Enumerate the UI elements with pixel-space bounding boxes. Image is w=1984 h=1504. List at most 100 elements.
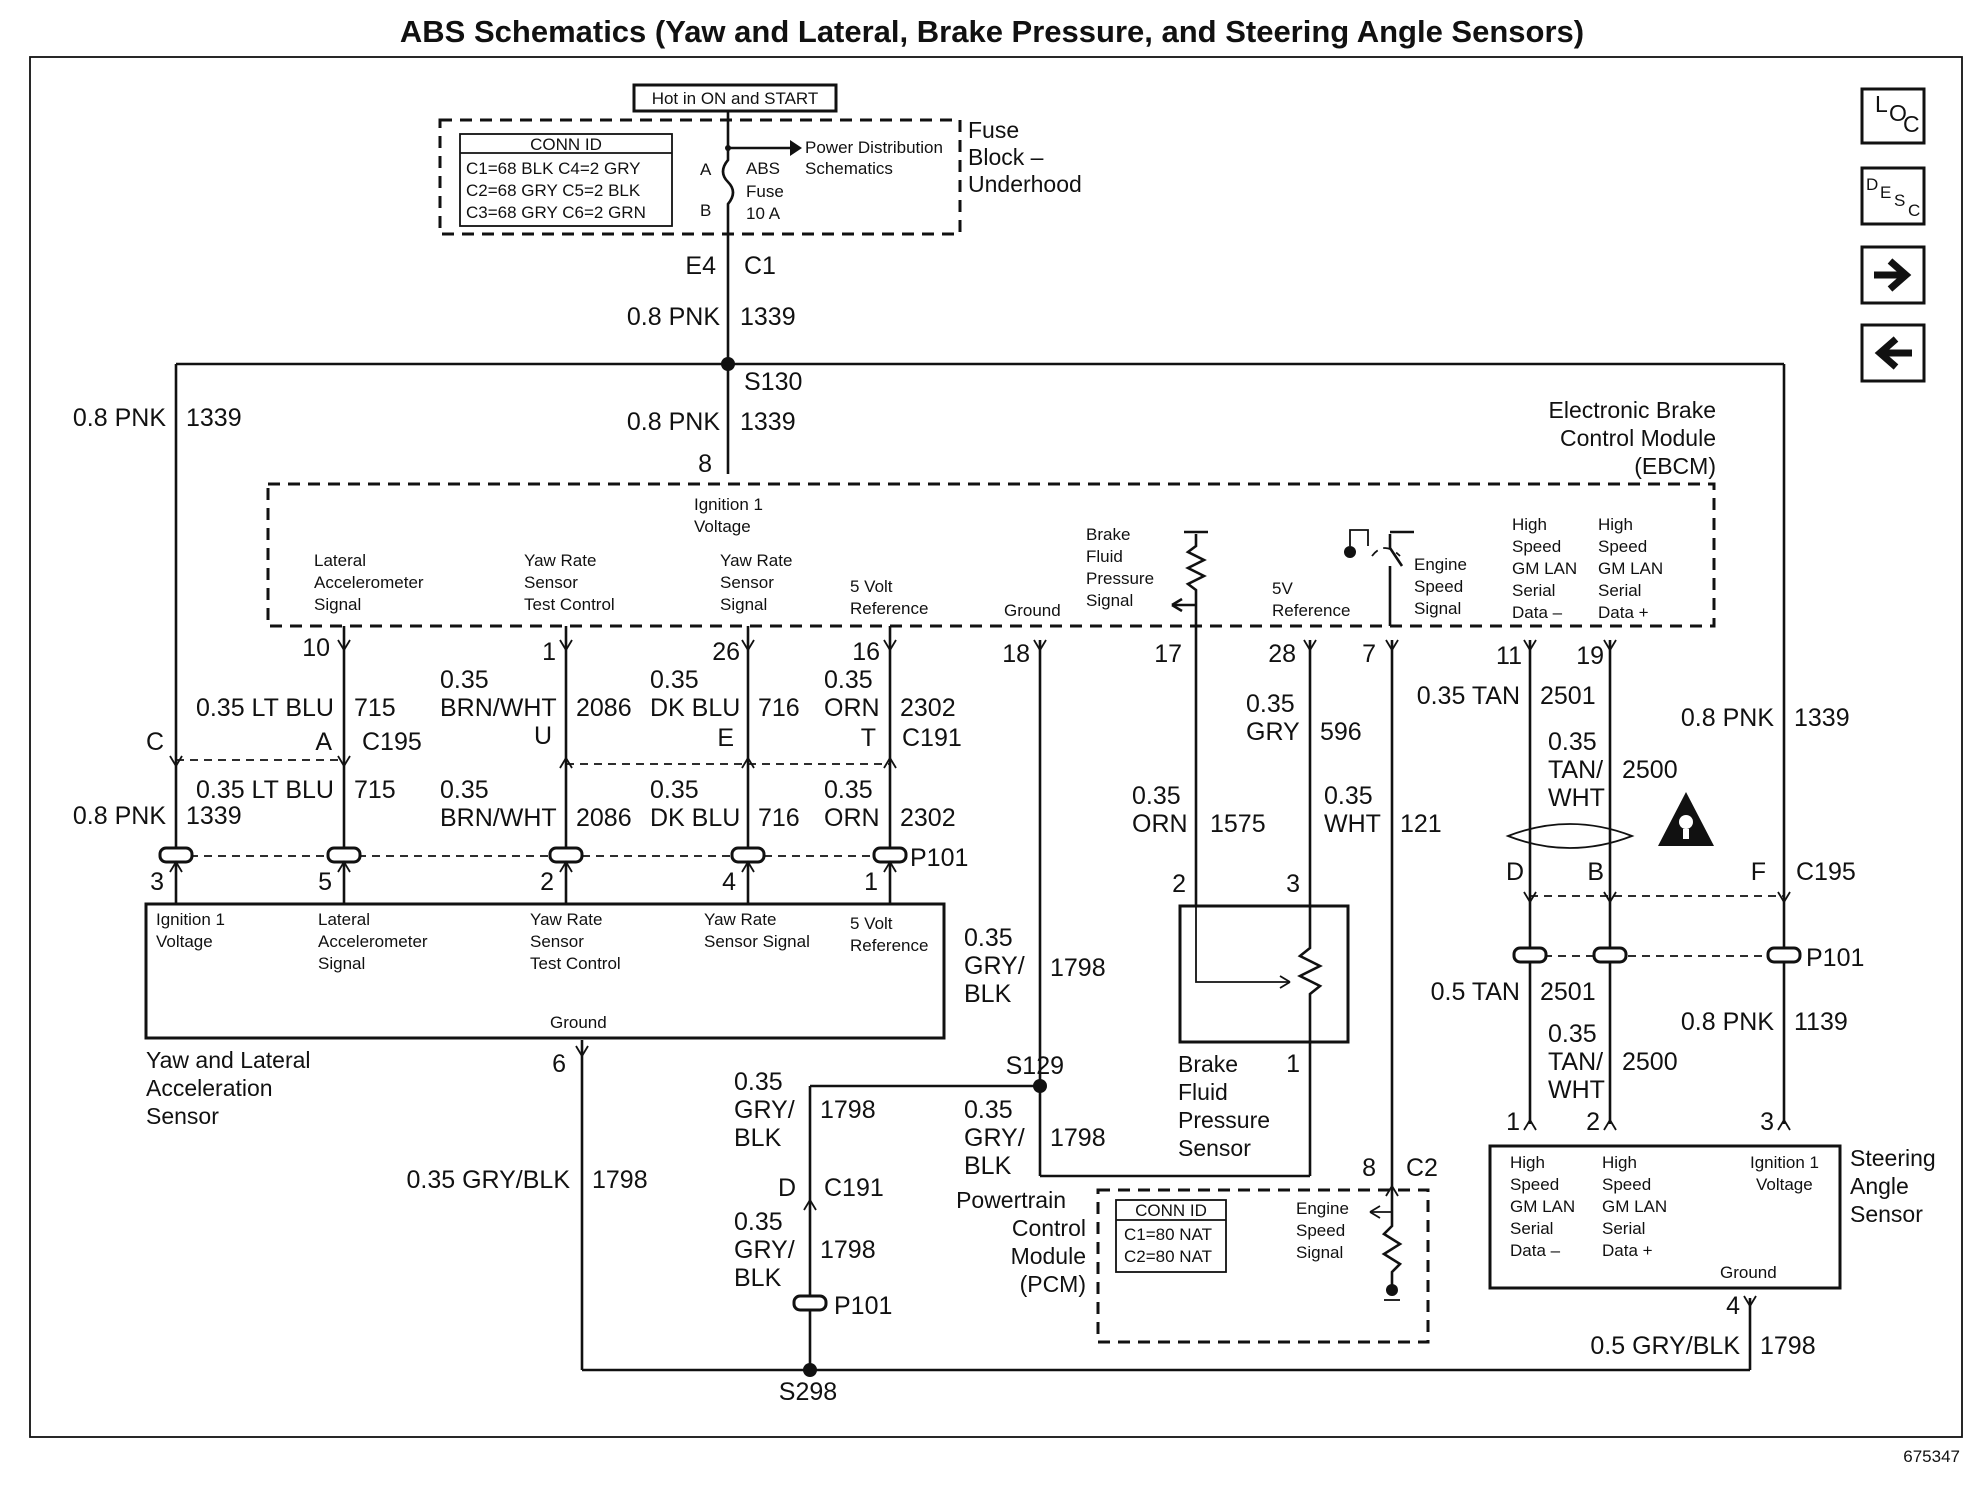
- fuse-pin-a: A: [700, 160, 712, 179]
- yaw-pin: 5: [318, 868, 332, 896]
- yaw-test-label: Yaw Rate: [530, 910, 602, 929]
- figure-number: 675347: [1903, 1447, 1960, 1466]
- steering-minus-label: High: [1510, 1153, 1545, 1172]
- ebcm-pin: 28: [1268, 640, 1296, 668]
- arrow-left-icon: [1874, 336, 1912, 370]
- yaw-pin: 1: [864, 868, 878, 896]
- wire-color: 0.35 LT BLU: [196, 776, 334, 804]
- desc-c: C: [1908, 201, 1920, 220]
- pcm-name: Control: [1012, 1215, 1086, 1241]
- yaw-sensor-name: Sensor: [146, 1103, 219, 1129]
- ebcm-hs-minus-label: GM LAN: [1512, 559, 1577, 578]
- ebcm-hs-minus-label: Data –: [1512, 603, 1563, 622]
- wire-color: 0.35: [650, 666, 699, 694]
- steering-gnd-label: Ground: [1720, 1263, 1777, 1282]
- steering-plus-label: High: [1602, 1153, 1637, 1172]
- pcm-signal-label: Speed: [1296, 1221, 1345, 1240]
- wire-color: 0.8 PNK: [627, 303, 720, 331]
- ebcm-hs-plus-label: High: [1598, 515, 1633, 534]
- yaw-sensor-name: Yaw and Lateral: [146, 1047, 311, 1073]
- wire-color: 0.35: [824, 666, 873, 694]
- fuse-block-outline: [438, 118, 962, 236]
- fuse-out-conn: C1: [744, 252, 776, 280]
- next-page-button[interactable]: [1860, 245, 1926, 305]
- wire-color: 0.35: [734, 1068, 783, 1096]
- wire-color: 0.35: [440, 776, 489, 804]
- circuit-number: 716: [758, 694, 800, 722]
- brake-sensor-pin: 3: [1286, 870, 1300, 898]
- ebcm-pin: 19: [1576, 642, 1604, 670]
- desc-e: E: [1880, 183, 1891, 202]
- ebcm-yaw-sig-label: Yaw Rate: [720, 551, 792, 570]
- fuse-label-line: 10 A: [746, 204, 781, 223]
- fuse-conn-title: CONN ID: [530, 135, 602, 154]
- wire-color: 0.35: [440, 666, 489, 694]
- circuit-number: 121: [1400, 810, 1442, 838]
- brake-sensor-pin: 2: [1172, 870, 1186, 898]
- wire-color: 0.8 PNK: [1681, 1008, 1774, 1036]
- ebcm-pin: 26: [712, 638, 740, 666]
- ebcm-lat-label: Accelerometer: [314, 573, 424, 592]
- twisted-pair-icon: [1505, 823, 1635, 849]
- steering-sensor-name: Angle: [1850, 1173, 1909, 1199]
- c191-pin-d: D: [778, 1174, 796, 1202]
- pcm-outline: [1096, 1188, 1430, 1344]
- desc-button[interactable]: D E S C: [1860, 166, 1926, 226]
- ebcm-pin: 10: [302, 634, 330, 662]
- yaw-lat-label: Signal: [318, 954, 365, 973]
- circuit-number: 2086: [576, 694, 632, 722]
- fuse-block-name: Block –: [968, 144, 1044, 170]
- loc-l: L: [1875, 91, 1888, 117]
- c195-pin-b: B: [1587, 858, 1604, 886]
- ebcm-pin: 17: [1154, 640, 1182, 668]
- circuit-number: 1339: [1794, 704, 1850, 732]
- ebcm-wires: [342, 626, 1612, 1190]
- wire-color: GRY: [1246, 718, 1300, 746]
- circuit-number: 2501: [1540, 682, 1596, 710]
- steering-ign-label: Ignition 1: [1750, 1153, 1819, 1172]
- wire-color: 0.8 PNK: [1681, 704, 1774, 732]
- ebcm-brake-label: Fluid: [1086, 547, 1123, 566]
- wire-color: BLK: [734, 1264, 782, 1292]
- prev-page-button[interactable]: [1860, 323, 1926, 383]
- ebcm-pin: 1: [542, 638, 556, 666]
- loc-button[interactable]: L O C: [1860, 87, 1926, 145]
- wire-color: 0.35: [734, 1208, 783, 1236]
- loc-c: C: [1903, 111, 1920, 137]
- brake-sensor-name: Fluid: [1178, 1079, 1228, 1105]
- pcm-pin: 8: [1362, 1154, 1376, 1182]
- ebcm-hs-minus-label: Speed: [1512, 537, 1561, 556]
- yaw-ign-label: Ignition 1: [156, 910, 225, 929]
- ebcm-hs-minus-label: Serial: [1512, 581, 1555, 600]
- circuit-number: 1798: [1050, 1124, 1106, 1152]
- circuit-number: 715: [354, 776, 396, 804]
- ebcm-brake-label: Brake: [1086, 525, 1130, 544]
- wire-color: WHT: [1548, 1076, 1605, 1104]
- wire-color: WHT: [1548, 784, 1605, 812]
- ebcm-5v-label: Reference: [850, 599, 928, 618]
- steering-ground-pin: 4: [1726, 1292, 1740, 1320]
- wire-color: 0.35 GRY/BLK: [406, 1166, 570, 1194]
- yaw-ign-label: Voltage: [156, 932, 213, 951]
- fuse-label-line: ABS: [746, 159, 780, 178]
- hot-label: Hot in ON and START: [652, 89, 819, 108]
- yaw-lateral-sensor-box: [144, 902, 946, 1040]
- ebcm-ground-label: Ground: [1004, 601, 1061, 620]
- wire-color: 0.35: [1548, 728, 1597, 756]
- yaw-ref-label: Reference: [850, 936, 928, 955]
- steering-pin: 3: [1760, 1108, 1774, 1136]
- wire-color: 0.5 TAN: [1431, 978, 1520, 1006]
- fuse-block-name: Fuse: [968, 117, 1019, 143]
- steering-minus-label: Data –: [1510, 1241, 1561, 1260]
- c191-pin-u: U: [534, 722, 552, 750]
- steering-plus-label: Serial: [1602, 1219, 1645, 1238]
- fuse-conn-row: C2=68 GRY C5=2 BLK: [466, 181, 641, 200]
- brake-sensor-name: Sensor: [1178, 1135, 1251, 1161]
- fuse-conn-id-box: [459, 133, 673, 227]
- wire-color: GRY/: [964, 952, 1025, 980]
- c195-label: C195: [1796, 858, 1856, 886]
- yaw-test-label: Sensor: [530, 932, 584, 951]
- yaw-pin: 2: [540, 868, 554, 896]
- circuit-number: 2501: [1540, 978, 1596, 1006]
- wire-color: GRY/: [964, 1124, 1025, 1152]
